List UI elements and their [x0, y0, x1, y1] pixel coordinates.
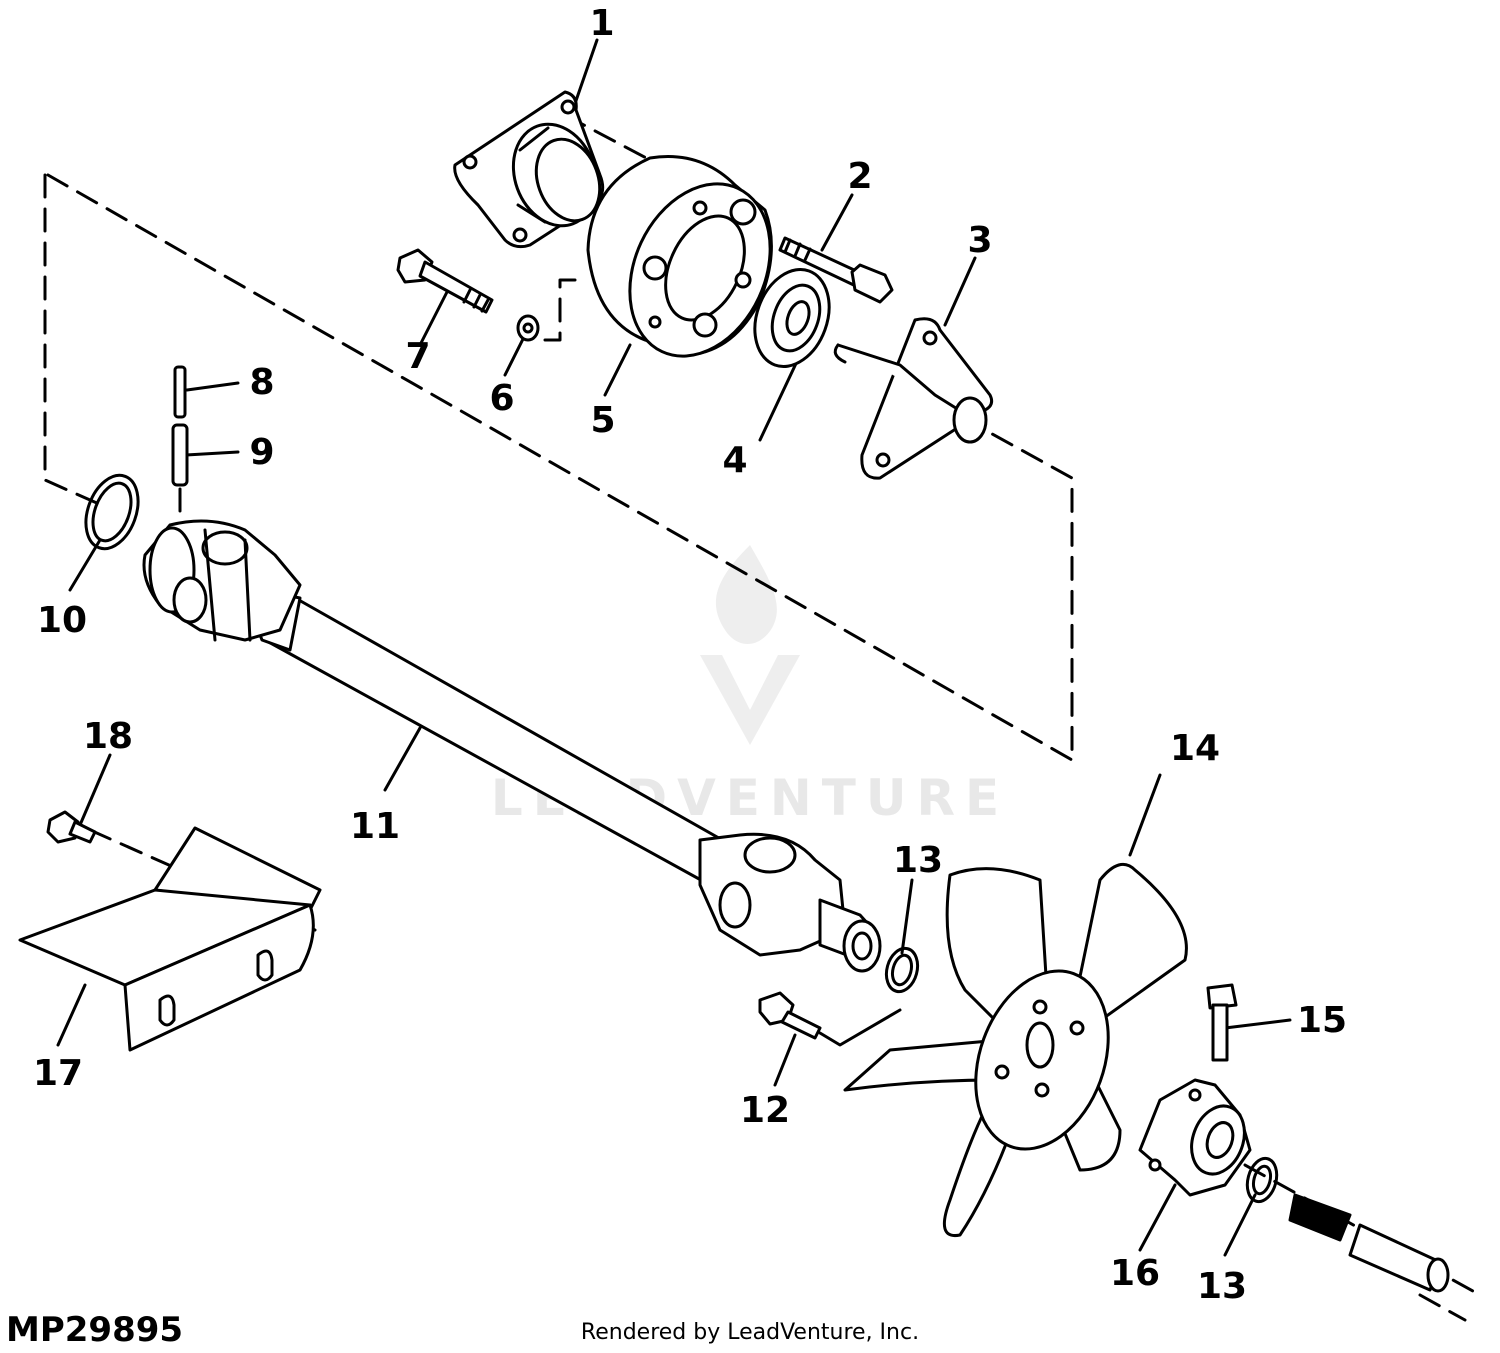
part-5-coupling-disc — [586, 155, 773, 358]
part-8-pin — [173, 365, 187, 419]
callout-14: 14 — [1170, 728, 1220, 769]
callout-1: 1 — [589, 3, 614, 44]
callout-13a: 13 — [893, 840, 943, 881]
part-14-fan — [843, 862, 1188, 1238]
callout-8: 8 — [249, 362, 274, 403]
callout-17: 17 — [33, 1053, 83, 1094]
part-11-drive-shaft — [142, 519, 882, 973]
callout-16: 16 — [1110, 1253, 1160, 1294]
output-shaft — [1288, 1193, 1450, 1293]
part-15-bolt — [1206, 983, 1238, 1062]
callout-12: 12 — [740, 1090, 790, 1131]
part-3-stub-shaft-flange — [833, 317, 994, 480]
leader-lines — [56, 38, 1292, 1257]
part-6-nut — [516, 314, 540, 342]
part-10-snap-ring — [84, 473, 140, 551]
callout-9: 9 — [249, 432, 274, 473]
part-13-washer — [884, 946, 920, 994]
part-18-bolt — [46, 810, 97, 844]
part-16-pillow-block — [1138, 1078, 1252, 1197]
part-12-bolt — [758, 991, 902, 1047]
figure-id: MP29895 — [6, 1310, 184, 1350]
callout-3: 3 — [967, 220, 992, 261]
callout-6: 6 — [489, 378, 514, 419]
render-credit: Rendered by LeadVenture, Inc. — [580, 1320, 920, 1345]
part-4-bearing — [753, 268, 831, 368]
callout-11: 11 — [350, 806, 400, 847]
callout-13b: 13 — [1197, 1266, 1247, 1307]
callout-labels: 1 2 3 4 5 6 7 8 9 10 11 12 13 13 14 15 1… — [33, 3, 1347, 1307]
part-17-shield — [18, 826, 322, 1052]
callout-2: 2 — [847, 156, 872, 197]
part-1-flange-housing — [453, 90, 605, 249]
part-9-sleeve — [171, 423, 189, 487]
callout-18: 18 — [83, 716, 133, 757]
part-7-bolt — [396, 248, 494, 314]
callout-15: 15 — [1297, 1000, 1347, 1041]
callout-7: 7 — [405, 336, 430, 377]
callout-5: 5 — [590, 400, 615, 441]
part-13-washer-lower — [1245, 1156, 1279, 1204]
callout-10: 10 — [37, 600, 87, 641]
part-2-bolt — [778, 236, 894, 304]
callout-4: 4 — [722, 440, 747, 481]
